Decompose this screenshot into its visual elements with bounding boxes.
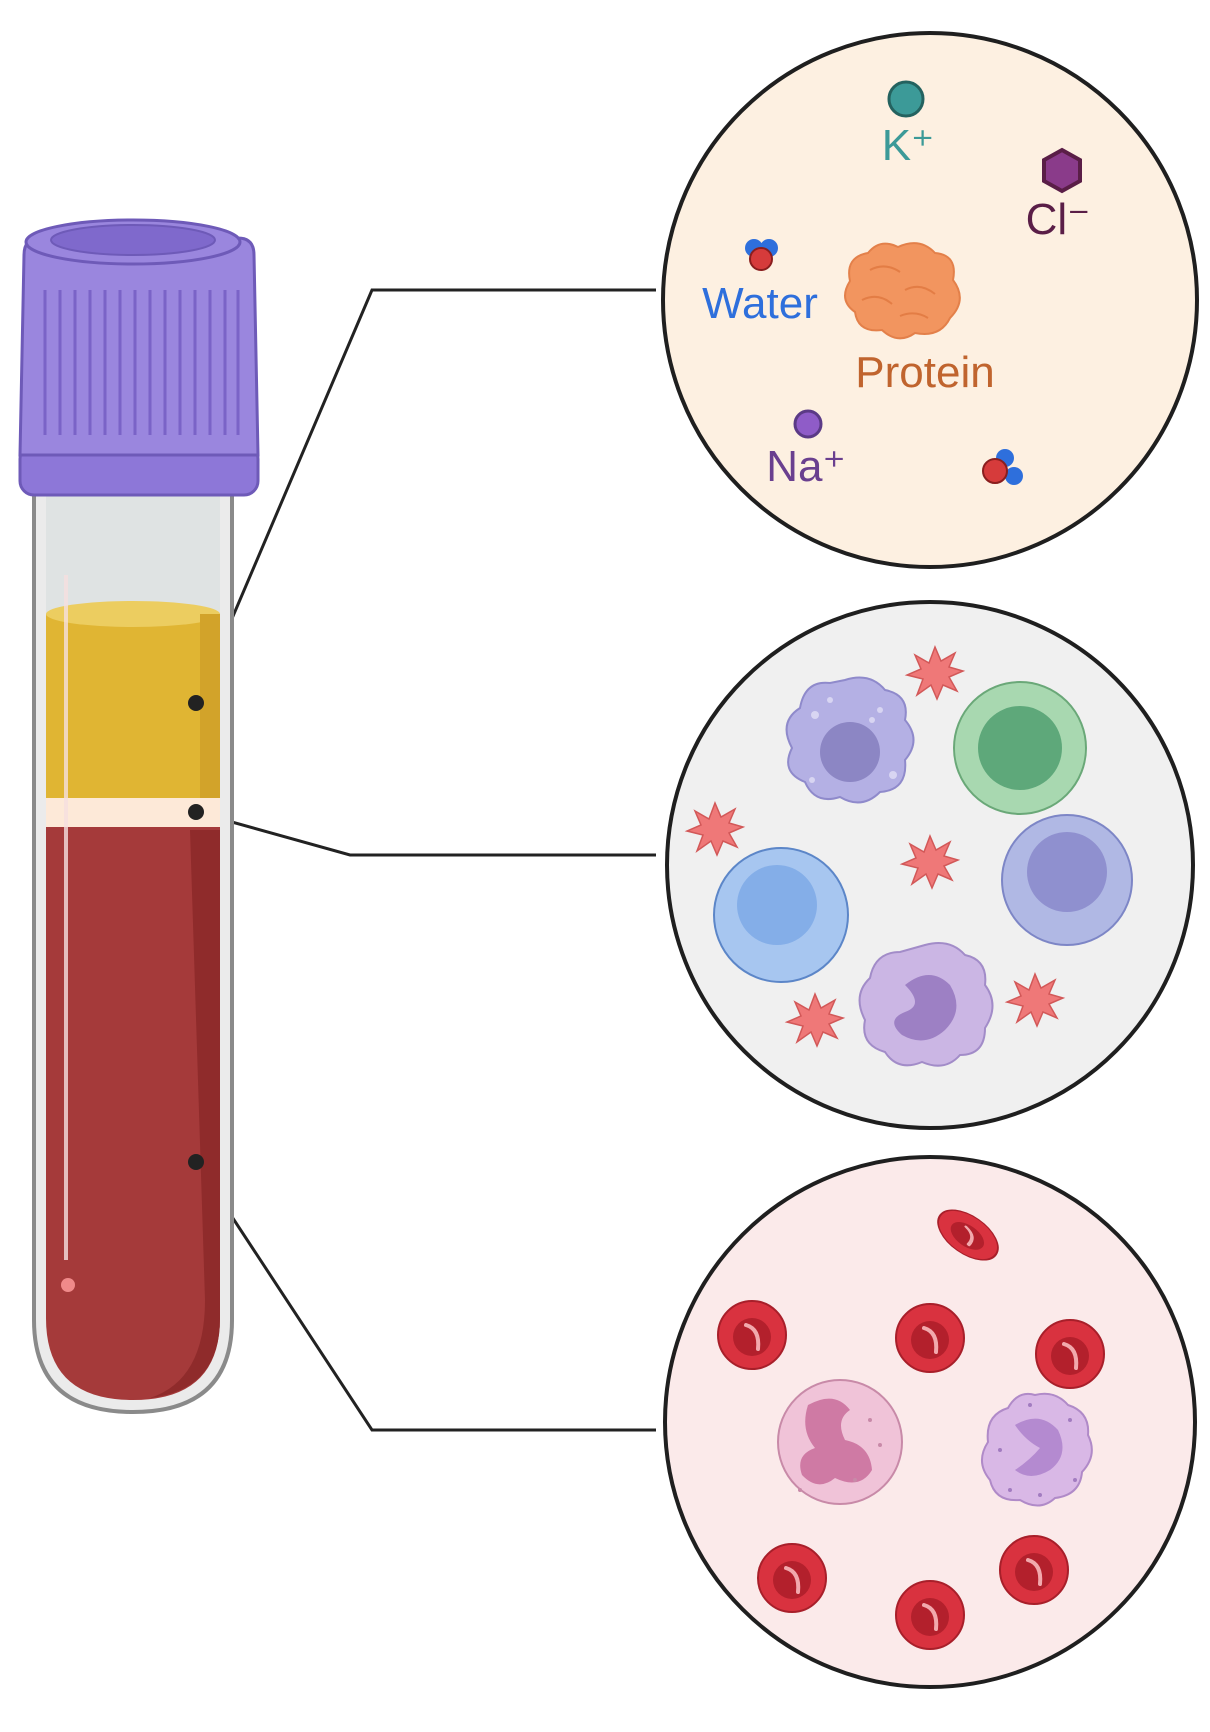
- connector-dots: [188, 695, 204, 1170]
- plasma-marker: [188, 695, 204, 711]
- buffy-coat-connector: [195, 810, 656, 857]
- red-blood-cell-icon: [894, 1302, 966, 1374]
- monocyte-cell: [1001, 814, 1133, 946]
- red-cells-marker: [188, 1154, 204, 1170]
- chloride-label: Cl⁻: [1026, 195, 1091, 244]
- sodium-icon: [793, 409, 823, 439]
- lymphocyte-cell: [713, 847, 849, 983]
- red-blood-cell-layer: [46, 825, 220, 1400]
- connector-lines: [194, 288, 656, 1432]
- protein-label: Protein: [855, 348, 994, 397]
- protein-icon: [844, 242, 961, 340]
- buffy-coat-marker: [188, 804, 204, 820]
- plasma-panel: K⁺ Cl⁻ Water Protein Na⁺: [661, 31, 1199, 569]
- test-tube: [18, 218, 260, 1415]
- neutrophil-cell: [858, 942, 994, 1067]
- water-label: Water: [702, 279, 818, 328]
- red-cells-connector: [194, 1161, 656, 1432]
- tube-cap: [18, 218, 260, 497]
- red-blood-cell-icon: [894, 1579, 966, 1651]
- water-molecule-icon: [982, 449, 1023, 485]
- red-blood-cell-icon: [998, 1534, 1070, 1606]
- red-blood-cell-icon: [716, 1299, 788, 1371]
- red-blood-cell-icon: [756, 1542, 828, 1614]
- potassium-icon: [887, 80, 925, 118]
- red-cells-panel: [663, 1155, 1197, 1689]
- neutrophil-cell: [777, 1379, 903, 1505]
- buffy-coat-panel: [665, 600, 1195, 1130]
- eosinophil-cell: [981, 1392, 1093, 1507]
- plasma-connector: [194, 288, 656, 704]
- red-blood-cell-icon: [1034, 1318, 1106, 1390]
- potassium-label: K⁺: [882, 121, 935, 170]
- sodium-label: Na⁺: [766, 442, 845, 491]
- chloride-icon: [1042, 147, 1082, 194]
- basophil-cell: [785, 676, 915, 804]
- lymphocyte-cell: [953, 681, 1087, 815]
